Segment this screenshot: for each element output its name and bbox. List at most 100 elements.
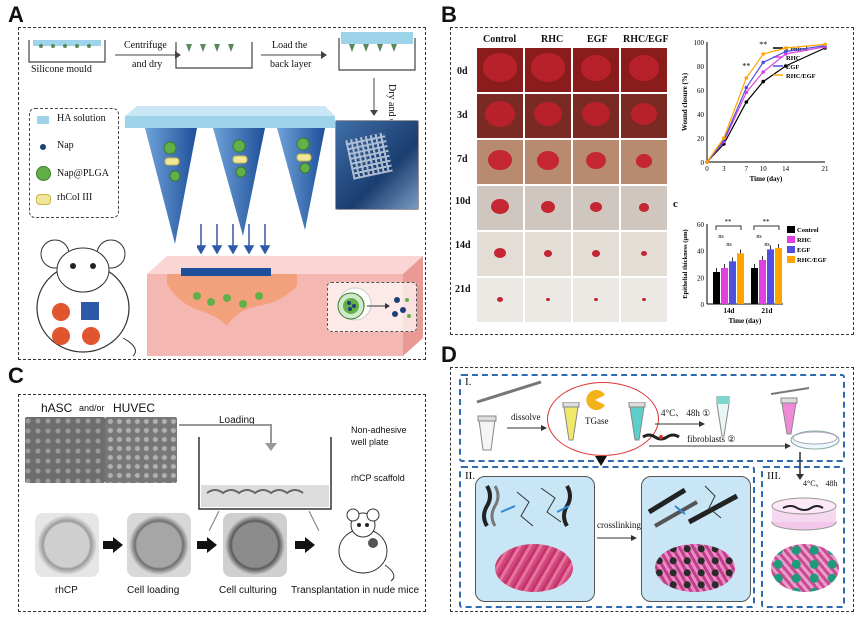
mould-dried-diagram xyxy=(175,42,253,69)
row-3d: 3d xyxy=(457,110,468,121)
legend-ha-solution: HA solution xyxy=(57,113,106,124)
cyan-tube-icon xyxy=(628,402,646,441)
pipette-tube-icon xyxy=(476,380,542,451)
legend-label: RHC/EGF xyxy=(797,257,827,264)
bar xyxy=(775,248,782,304)
arrow-right-icon xyxy=(655,421,705,427)
crosslinked-structure xyxy=(647,485,739,528)
mould-backlayer-diagram xyxy=(338,32,416,71)
fibroblast-gel-photo xyxy=(771,544,839,592)
panel-label-d: D xyxy=(441,342,457,367)
panel-c: hASC and/or HUVEC Loading Non-adhesive w… xyxy=(18,394,426,612)
wound-area xyxy=(636,154,652,168)
arrow-right-icon xyxy=(197,537,217,553)
significance-marker: ** xyxy=(759,40,767,49)
wound-photo xyxy=(621,186,667,230)
wound-photo xyxy=(477,278,523,322)
data-point xyxy=(761,79,765,84)
bar xyxy=(721,268,728,304)
wound-photo xyxy=(525,278,571,322)
wound-area xyxy=(631,103,657,126)
step-cell-culturing: Cell culturing xyxy=(219,585,277,596)
significance-marker: ns xyxy=(718,234,724,240)
arrow-right-icon xyxy=(295,537,315,553)
x-tick-label: 3 xyxy=(722,165,726,173)
cell-loading-photo xyxy=(127,513,191,577)
legend-label: EGF xyxy=(797,247,810,254)
wound-area xyxy=(586,152,606,169)
panel-label-a: A xyxy=(8,2,24,27)
x-tick-label: 0 xyxy=(705,165,709,173)
legend-label: Control xyxy=(797,227,819,234)
fibroblasts-label: fibroblasts ② xyxy=(687,434,736,444)
crosslinked-tissue-photo xyxy=(655,544,735,592)
wound-photo xyxy=(621,232,667,276)
wound-photo xyxy=(525,48,571,92)
wound-photo-grid xyxy=(477,48,671,328)
mouse-illustration xyxy=(36,239,136,357)
hasc-label: hASC xyxy=(41,401,73,415)
load-the-label: Load the xyxy=(272,40,308,51)
significance-marker: ** xyxy=(725,218,733,226)
step-cell-loading: Cell loading xyxy=(127,585,180,596)
y-tick-label: 40 xyxy=(697,248,705,256)
centrifuge-label: Centrifuge xyxy=(124,40,167,51)
arrow-right-icon xyxy=(261,51,327,59)
col-rhc: RHC xyxy=(541,34,564,45)
y-tick-label: 60 xyxy=(697,87,705,95)
y-tick-label: 60 xyxy=(697,221,705,229)
bar xyxy=(737,253,744,304)
wound-area xyxy=(531,53,565,82)
col-rhc-egf: RHC/EGF xyxy=(623,34,669,45)
data-point xyxy=(744,85,749,90)
cell-culturing-photo xyxy=(223,513,287,577)
x-axis-label: Time (day) xyxy=(729,317,762,325)
wound-area xyxy=(491,199,509,215)
significance-marker: ns xyxy=(764,242,770,248)
bar xyxy=(759,260,766,304)
row-0d: 0d xyxy=(457,66,468,77)
arrow-down-icon xyxy=(595,456,607,466)
andor-label: and/or xyxy=(79,403,105,413)
y-tick-label: 0 xyxy=(701,159,705,167)
gel-tube-icon xyxy=(716,396,730,437)
col-egf: EGF xyxy=(587,34,608,45)
section-i-label: I. xyxy=(465,376,472,388)
monomer-tissue-photo xyxy=(495,544,573,592)
wound-area xyxy=(594,298,598,302)
data-point xyxy=(761,70,765,74)
monomer-structure xyxy=(482,484,572,528)
wound-photo xyxy=(621,48,667,92)
y-tick-label: 20 xyxy=(697,274,705,282)
legend-nap: Nap xyxy=(57,140,74,151)
data-point xyxy=(705,160,709,164)
section-ii-label: II. xyxy=(465,470,476,482)
legend-box xyxy=(29,108,119,218)
callout-lines xyxy=(209,511,319,531)
wound-photo xyxy=(525,140,571,184)
condition-2-label: 4°C、 48h xyxy=(803,479,838,488)
y-tick-label: 100 xyxy=(694,39,705,47)
y-tick-label: 0 xyxy=(701,301,705,309)
data-point xyxy=(783,46,788,50)
col-control: Control xyxy=(483,34,517,45)
wound-photo xyxy=(573,186,619,230)
legend-label: EGF xyxy=(786,64,799,71)
significance-bracket xyxy=(715,225,742,230)
step-rhcp: rhCP xyxy=(55,585,78,596)
rhcol-icon xyxy=(36,194,51,205)
arrow-right-icon xyxy=(103,537,123,553)
x-tick-label: 10 xyxy=(760,165,768,173)
section-iii-label: III. xyxy=(767,470,781,482)
nude-mouse-illustration xyxy=(338,508,395,582)
wound-area xyxy=(582,102,610,126)
ha-solution-swatch xyxy=(37,116,49,124)
legend-swatch xyxy=(787,246,795,253)
arrow-down-icon xyxy=(370,78,378,116)
wound-area xyxy=(541,201,555,213)
wound-area xyxy=(534,102,562,126)
wound-area xyxy=(590,202,602,213)
fibroblasts-icon xyxy=(642,433,680,441)
